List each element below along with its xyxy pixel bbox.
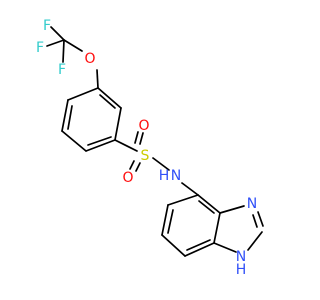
atom-label-fluorine: F <box>58 62 66 78</box>
bond <box>213 212 221 244</box>
bond <box>67 105 73 130</box>
bond <box>247 231 263 251</box>
atom-label-fluorine: F <box>36 40 44 56</box>
bond <box>46 39 65 47</box>
bond <box>161 234 186 257</box>
bond <box>161 204 169 236</box>
bond <box>186 239 211 251</box>
bond <box>257 211 264 227</box>
atom-label-sulfonyl-oxygen: O <box>138 118 149 134</box>
atom-label-sulfur: S <box>141 148 150 164</box>
bond <box>114 107 122 141</box>
atom-label-imidazole-nitrogen: N <box>247 196 257 212</box>
bond <box>252 214 258 228</box>
bond <box>134 131 139 144</box>
atom-label-sulfonamide-hydrogen: H <box>159 168 170 184</box>
molecule-structure-diagram: F F F O S O O N H N N H <box>36 18 264 278</box>
bond <box>181 182 199 196</box>
bond <box>62 39 65 63</box>
atom-label-imidazole-hydrogen: H <box>236 262 247 278</box>
bond-lines <box>46 26 264 257</box>
bond <box>63 39 83 52</box>
atom-label-fluorine: F <box>43 18 51 34</box>
bond <box>197 194 221 214</box>
bond <box>152 157 170 171</box>
bond <box>96 69 99 89</box>
bond <box>219 205 245 214</box>
atom-label-sulfonamide-nitrogen: N <box>171 168 181 184</box>
bond <box>139 132 144 145</box>
atom-label-ether-oxygen: O <box>84 51 95 67</box>
bond <box>184 242 215 257</box>
bond <box>87 136 112 146</box>
bond <box>99 94 116 109</box>
bond <box>61 130 87 152</box>
bond <box>198 200 215 214</box>
bond <box>135 162 141 172</box>
bond <box>114 139 138 152</box>
bond <box>97 87 122 109</box>
bond <box>50 26 65 41</box>
bond <box>129 160 135 170</box>
bond <box>213 242 237 253</box>
bond <box>167 209 174 234</box>
bond <box>85 139 116 152</box>
bond <box>61 99 69 132</box>
atom-labels: F F F O S O O N H N N H <box>36 18 257 278</box>
atom-label-sulfonyl-oxygen: O <box>122 170 133 186</box>
bond <box>167 194 199 206</box>
bond <box>67 87 99 101</box>
atom-label-imidazole-nh-nitrogen: N <box>236 249 246 265</box>
structure-svg: F F F O S O O N H N N H <box>36 18 264 278</box>
